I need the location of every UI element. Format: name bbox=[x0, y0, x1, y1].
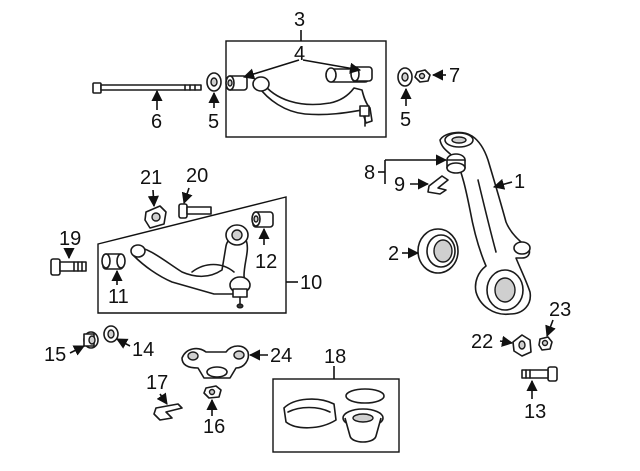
callout-18: 18 bbox=[324, 346, 346, 368]
dust-seal[interactable] bbox=[417, 228, 459, 274]
cam-washer-left[interactable] bbox=[206, 72, 222, 92]
bolt-13[interactable] bbox=[521, 366, 558, 382]
nut-16[interactable] bbox=[203, 385, 222, 399]
bracket-24[interactable] bbox=[181, 345, 250, 379]
callout-16: 16 bbox=[203, 416, 225, 438]
knuckle-bushing[interactable] bbox=[446, 153, 466, 174]
callout-19: 19 bbox=[59, 228, 81, 250]
bolt-20[interactable] bbox=[178, 203, 212, 219]
callout-10: 10 bbox=[300, 272, 322, 294]
steering-knuckle[interactable] bbox=[439, 131, 532, 316]
ball-joint-kit[interactable] bbox=[283, 388, 385, 443]
callout-23: 23 bbox=[549, 299, 571, 321]
callout-17: 17 bbox=[146, 372, 168, 394]
cam-21[interactable] bbox=[144, 205, 167, 229]
callout-15: 15 bbox=[44, 344, 66, 366]
lower-arm-bushing-rear[interactable] bbox=[251, 211, 274, 228]
long-bolt[interactable] bbox=[92, 82, 202, 94]
retaining-clip[interactable] bbox=[427, 175, 449, 195]
callout-6: 6 bbox=[151, 111, 162, 133]
callout-13: 13 bbox=[524, 401, 546, 423]
upper-arm-box bbox=[225, 40, 387, 138]
leader-lines bbox=[63, 30, 556, 416]
callout-8: 8 bbox=[364, 162, 375, 184]
callout-4: 4 bbox=[294, 43, 305, 65]
callout-5-left: 5 bbox=[208, 111, 219, 133]
callout-14: 14 bbox=[132, 339, 154, 361]
cam-22[interactable] bbox=[512, 334, 532, 357]
upper-arm-bushing[interactable] bbox=[225, 75, 248, 91]
upper-control-arm[interactable] bbox=[252, 67, 373, 127]
bolt-19[interactable] bbox=[50, 258, 87, 276]
cam-washer-right[interactable] bbox=[397, 67, 413, 87]
callout-21: 21 bbox=[140, 167, 162, 189]
callout-12: 12 bbox=[255, 251, 277, 273]
callout-2: 2 bbox=[388, 243, 399, 265]
callout-5-right: 5 bbox=[400, 109, 411, 131]
lower-arm-box bbox=[97, 196, 287, 314]
callout-24: 24 bbox=[270, 345, 292, 367]
nut-7[interactable] bbox=[414, 69, 431, 83]
ball-joint-kit-box bbox=[272, 378, 400, 453]
callout-1: 1 bbox=[514, 171, 525, 193]
callout-22: 22 bbox=[471, 331, 493, 353]
callout-3: 3 bbox=[294, 9, 305, 31]
callout-11: 11 bbox=[108, 286, 129, 308]
callout-7: 7 bbox=[449, 65, 460, 87]
washer-14[interactable] bbox=[103, 325, 119, 343]
nut-23[interactable] bbox=[538, 336, 553, 351]
cotter-pin[interactable] bbox=[153, 403, 183, 421]
cam-15[interactable] bbox=[83, 331, 99, 349]
callout-20: 20 bbox=[186, 165, 208, 187]
lower-arm-bushing-front[interactable] bbox=[101, 253, 126, 270]
lower-control-arm[interactable] bbox=[130, 224, 251, 309]
callout-9: 9 bbox=[394, 174, 405, 196]
